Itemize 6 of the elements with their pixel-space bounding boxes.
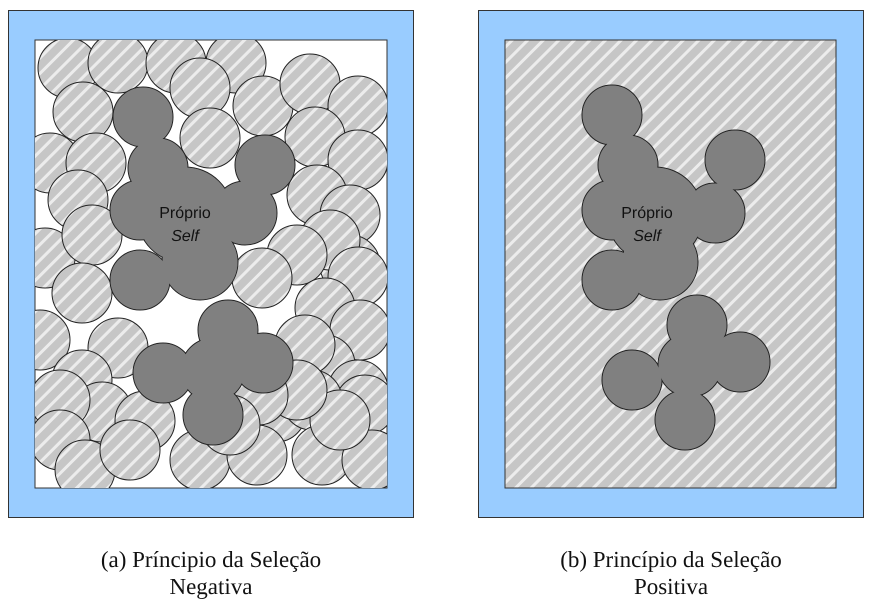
region-sublabel: Self: [170, 227, 202, 246]
region-label: Próprio: [158, 204, 212, 223]
figure-caption: (b) Princípio da Seleção Positiva: [559, 546, 783, 600]
region-label: Próprio: [620, 204, 674, 223]
region-sublabel: Self: [632, 227, 664, 246]
figure-caption: (a) Príncipio da Seleção Negativa: [100, 546, 322, 600]
